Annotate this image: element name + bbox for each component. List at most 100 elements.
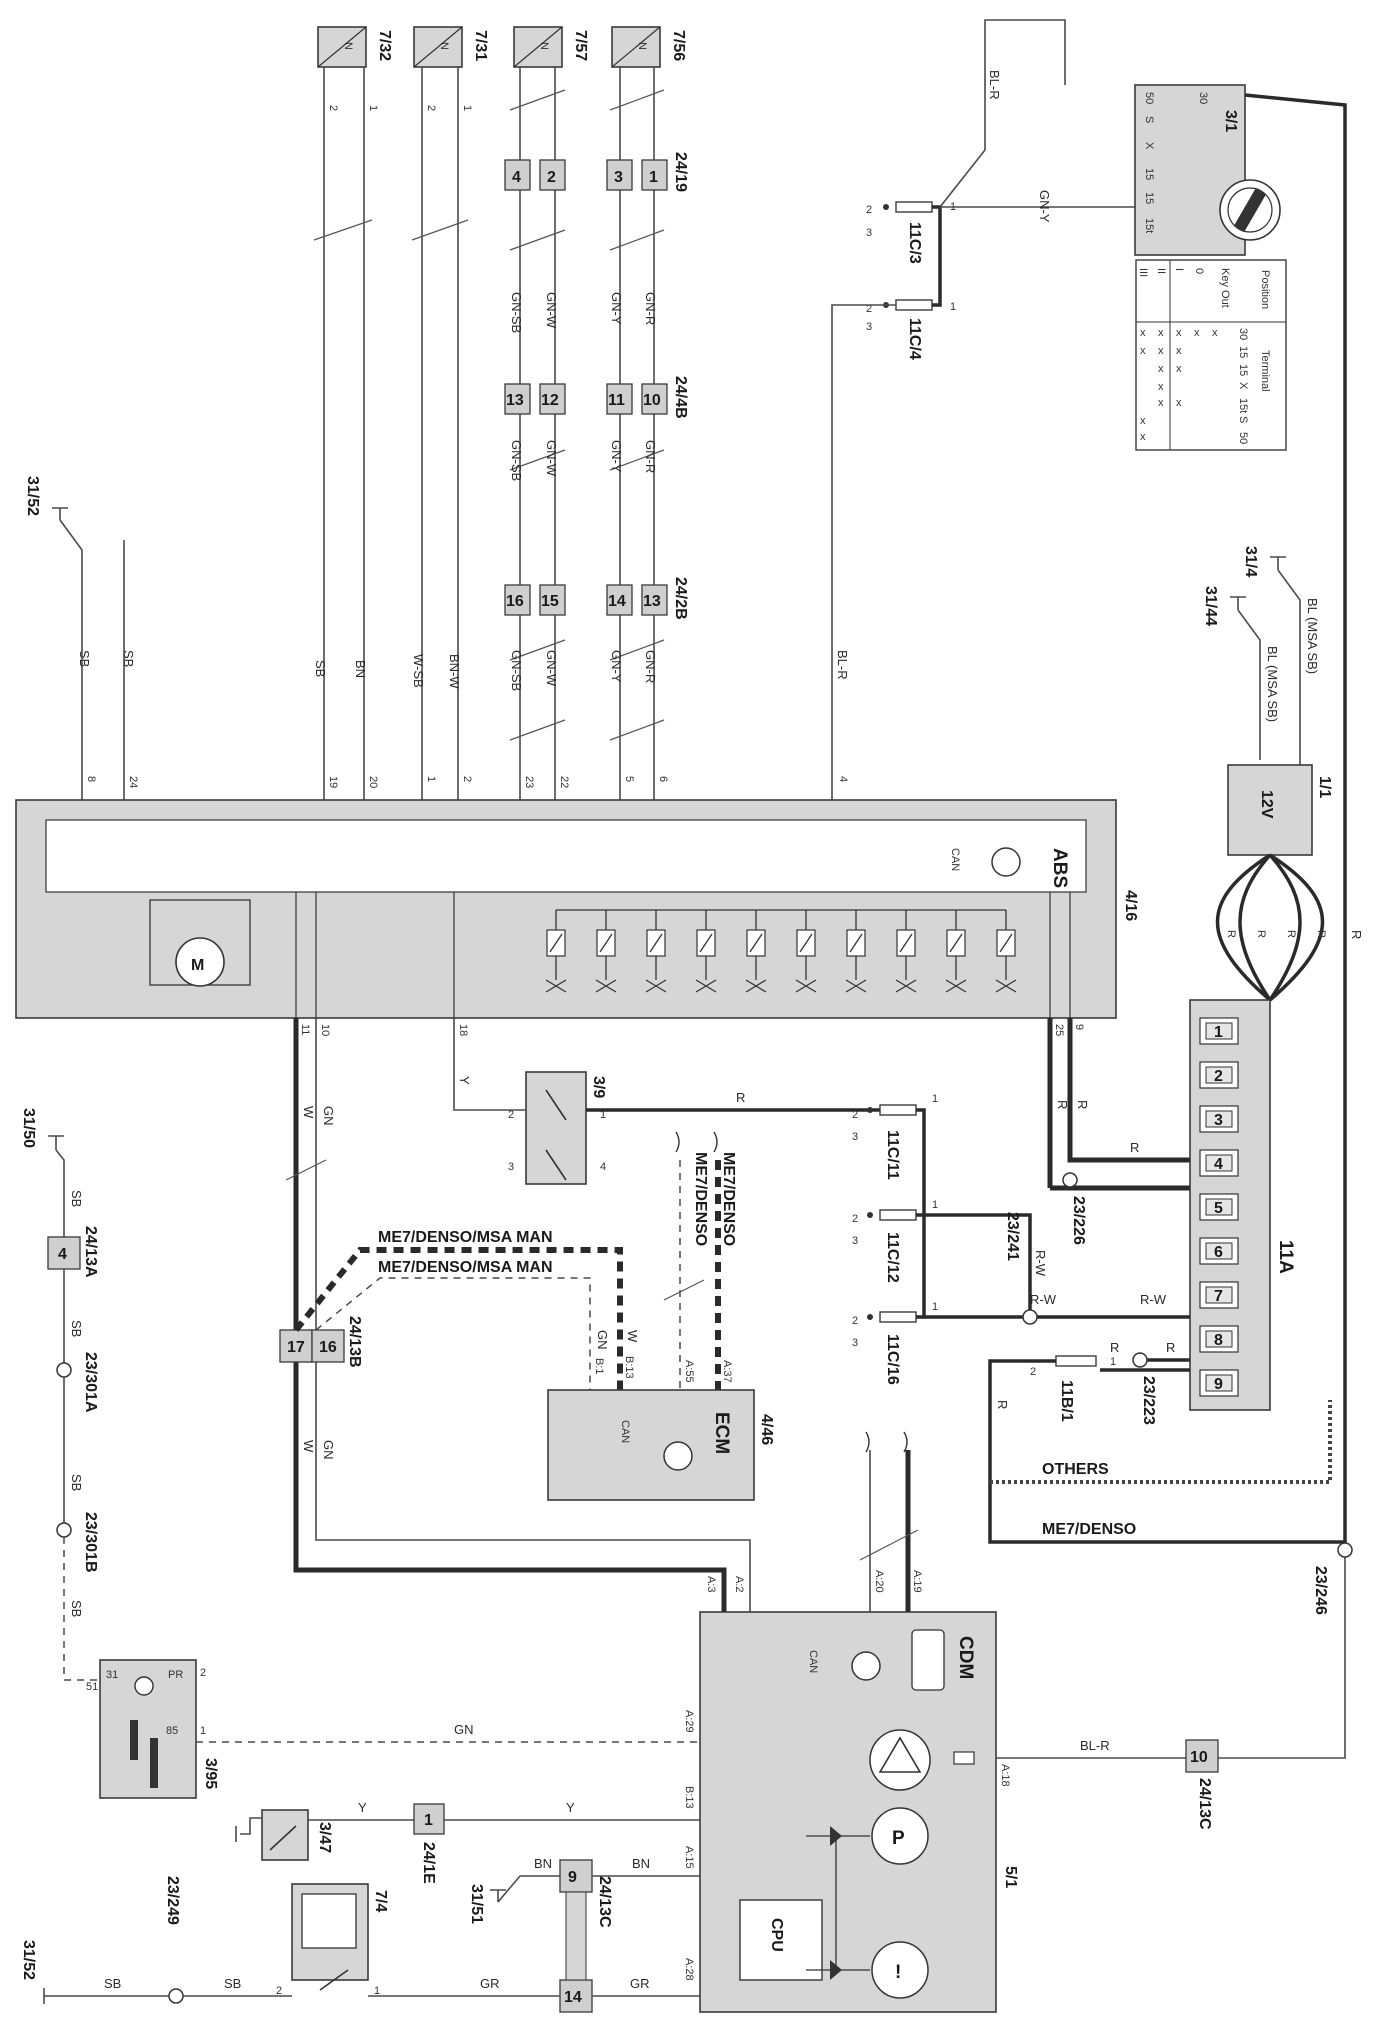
svg-text:11C/3: 11C/3	[906, 222, 923, 264]
svg-text:x: x	[1158, 345, 1164, 357]
svg-text:11B/1: 11B/1	[1058, 1380, 1075, 1422]
abs-top-pins: 8 24 19 20 1 2 23 22 5 6 4	[85, 776, 849, 788]
relay-3-95: 31 51 PR 85 2 1 3/95	[86, 1659, 219, 1799]
svg-text:24/4B: 24/4B	[672, 376, 689, 419]
ecm-4-46: ECM 4/46 CAN B:1 B:13 A:55 A:37	[547, 1356, 775, 1501]
svg-text:14: 14	[608, 593, 626, 610]
svg-text:31: 31	[106, 1669, 118, 1681]
svg-text:B:13: B:13	[623, 1356, 635, 1379]
svg-text:1: 1	[950, 301, 956, 313]
fuse-slot-number: 2	[1214, 1068, 1223, 1085]
svg-text:A:18: A:18	[999, 1764, 1011, 1787]
svg-text:R: R	[1255, 930, 1267, 938]
svg-text:1: 1	[932, 1199, 938, 1211]
svg-text:R: R	[1349, 930, 1364, 939]
svg-text:BL-R: BL-R	[835, 650, 850, 680]
brake-warning-icon	[871, 1941, 929, 1999]
svg-text:1: 1	[1110, 1356, 1116, 1368]
svg-text:SB: SB	[104, 1976, 121, 1991]
svg-text:CPU: CPU	[768, 1918, 785, 1952]
svg-text:15: 15	[1143, 168, 1155, 180]
svg-text:A:15: A:15	[683, 1846, 695, 1869]
solenoid-valve-icon	[545, 910, 567, 993]
svg-text:4: 4	[837, 776, 849, 782]
svg-text:15: 15	[1237, 346, 1249, 358]
svg-text:X: X	[1143, 142, 1155, 150]
svg-text:BL (MSA SB): BL (MSA SB)	[1305, 598, 1320, 674]
cpu-icon	[739, 1899, 823, 1981]
svg-text:Position: Position	[1259, 270, 1271, 309]
connector-24-13c-bot: 9 14 24/13C	[559, 1859, 613, 2013]
svg-text:CAN: CAN	[949, 848, 961, 871]
brake-switch-3-9: 2 3 1 4 3/9	[508, 1071, 607, 1185]
svg-text:CAN: CAN	[619, 1420, 631, 1443]
svg-text:19: 19	[327, 776, 339, 788]
svg-text:7/31: 7/31	[472, 30, 489, 61]
fuse-slot-number: 5	[1214, 1200, 1223, 1217]
svg-text:x: x	[1176, 363, 1182, 375]
svg-text:4/16: 4/16	[1122, 890, 1139, 921]
svg-text:1: 1	[424, 1812, 433, 1829]
solenoid-valve-icon	[895, 910, 917, 993]
svg-text:31/44: 31/44	[1202, 586, 1219, 626]
svg-text:R: R	[1110, 1340, 1119, 1355]
connector-24-4b: 13 12 11 10 24/4B	[504, 376, 689, 419]
svg-text:12V: 12V	[1258, 790, 1275, 819]
svg-text:2: 2	[200, 1667, 206, 1679]
svg-text:1: 1	[600, 1109, 606, 1121]
abs-module-4-16: ABS 4/16 CAN M	[15, 799, 1139, 1019]
svg-text:SB: SB	[224, 1976, 241, 1991]
svg-text:1: 1	[425, 776, 437, 782]
svg-text:7/57: 7/57	[572, 30, 589, 61]
svg-text:31/4: 31/4	[1242, 546, 1259, 577]
ground-31-52-top: 31/52	[24, 476, 125, 800]
svg-text:51: 51	[86, 1681, 98, 1693]
wire-labels-upper: GN-SB GN-W GN-Y GN-R GN-SB GN-W GN-Y GN-…	[77, 292, 658, 691]
svg-text:R-W: R-W	[1030, 1292, 1057, 1307]
fuse-slot: 8	[1199, 1325, 1239, 1353]
svg-text:R: R	[1130, 1140, 1139, 1155]
svg-text:R: R	[1075, 1100, 1090, 1109]
svg-text:GN-SB: GN-SB	[509, 650, 524, 691]
svg-text:2: 2	[852, 1109, 858, 1121]
svg-text:24/13C: 24/13C	[1196, 1778, 1213, 1830]
svg-text:1: 1	[200, 1725, 206, 1737]
svg-text:BN: BN	[353, 660, 368, 678]
svg-text:CAN: CAN	[807, 1650, 819, 1673]
svg-text:ME7/DENSO: ME7/DENSO	[720, 1152, 737, 1246]
solenoid-valve-icon	[795, 910, 817, 993]
solenoid-valve-icon	[695, 910, 717, 993]
svg-text:GN: GN	[454, 1722, 474, 1737]
svg-text:BN-W: BN-W	[447, 654, 462, 689]
svg-text:A:19: A:19	[911, 1570, 923, 1593]
svg-text:3/9: 3/9	[590, 1076, 607, 1098]
fuse-slot-number: 9	[1214, 1376, 1223, 1393]
svg-text:ME7/DENSO: ME7/DENSO	[692, 1152, 709, 1246]
svg-text:BN: BN	[534, 1856, 552, 1871]
svg-text:2: 2	[327, 105, 339, 111]
svg-text:GR: GR	[480, 1976, 500, 1991]
svg-text:85: 85	[166, 1725, 178, 1737]
svg-text:GN: GN	[321, 1440, 336, 1460]
svg-text:R: R	[1315, 930, 1327, 938]
svg-text:R-W: R-W	[1033, 1250, 1048, 1277]
svg-text:A:20: A:20	[873, 1570, 885, 1593]
svg-text:GN-W: GN-W	[544, 292, 559, 329]
svg-text:23/301B: 23/301B	[82, 1512, 99, 1573]
svg-text:9: 9	[568, 1869, 577, 1886]
svg-text:A:55: A:55	[683, 1360, 695, 1383]
fuse-slot: 1	[1199, 1017, 1239, 1045]
svg-text:ME7/DENSO/MSA MAN: ME7/DENSO/MSA MAN	[378, 1259, 553, 1276]
splice-23-223: 23/223	[1132, 1352, 1157, 1425]
svg-text:11C/12: 11C/12	[884, 1232, 901, 1283]
svg-text:15: 15	[1143, 192, 1155, 204]
svg-text:11C/4: 11C/4	[906, 318, 923, 360]
svg-text:!: !	[895, 1962, 901, 1983]
svg-text:0: 0	[1193, 268, 1205, 274]
cdm-5-1: CDM 5/1 CAN P ! CPU	[699, 1611, 1019, 2013]
svg-text:S: S	[1143, 116, 1155, 123]
fuse-11c-11: 2 3 1 11C/11	[852, 1093, 938, 1180]
svg-text:x: x	[1140, 345, 1146, 357]
svg-text:x: x	[1176, 397, 1182, 409]
